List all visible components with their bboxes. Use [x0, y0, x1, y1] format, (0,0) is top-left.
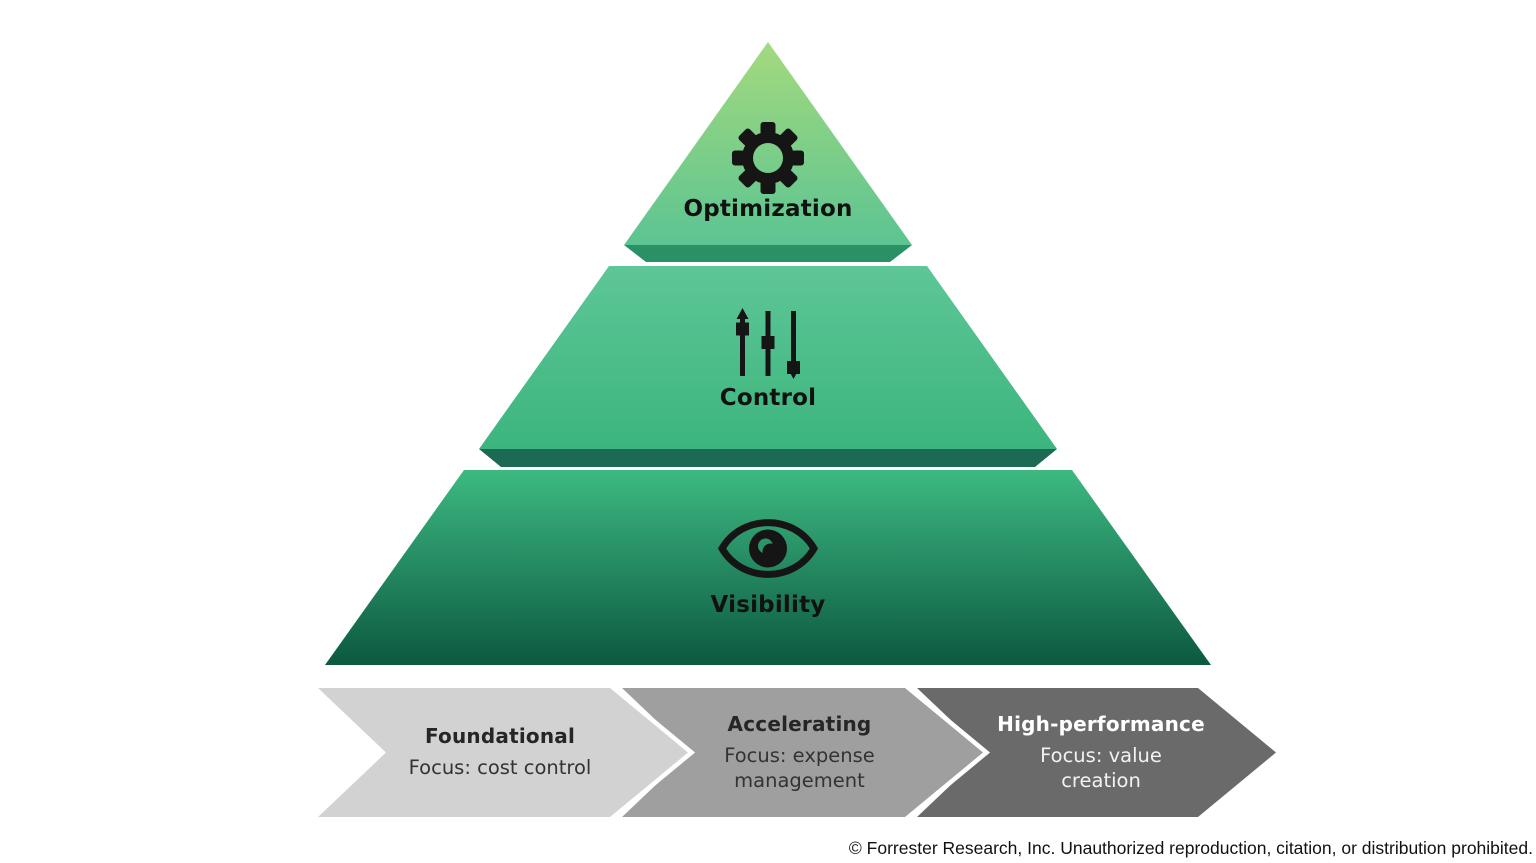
stage-focus: Focus: cost control [390, 755, 610, 780]
stage-text-accelerating: Accelerating Focus: expense management [692, 712, 907, 793]
stage-text-foundational: Foundational Focus: cost control [390, 724, 610, 780]
stage-title: High-performance [997, 712, 1205, 736]
stage-focus: Focus: value creation [995, 743, 1207, 793]
stage-focus-line: Focus: expense [724, 744, 875, 767]
stage-text-high-performance: High-performance Focus: value creation [995, 712, 1207, 793]
stage-title: Accelerating [727, 712, 872, 736]
tier-label-optimization: Optimization [683, 196, 853, 222]
gear-icon [732, 122, 804, 194]
copyright-notice: © Forrester Research, Inc. Unauthorized … [848, 838, 1533, 858]
pyramid-tier-control-bevel [479, 449, 1057, 467]
stage-focus-line: management [734, 769, 865, 792]
stage-arrow-foundational [306, 683, 696, 822]
stage-focus-line: Focus: value [1040, 744, 1162, 767]
sliders-icon [736, 308, 800, 379]
tier-label-visibility: Visibility [710, 592, 826, 618]
stage-focus: Focus: expense management [692, 743, 907, 793]
stage-title: Foundational [424, 724, 576, 748]
eye-icon [717, 519, 819, 578]
stage-focus-line: creation [1061, 769, 1141, 792]
stage-focus-line: Focus: cost control [408, 756, 592, 779]
tier-label-control: Control [719, 385, 817, 411]
pyramid-tier-optimization-bevel [624, 245, 912, 262]
